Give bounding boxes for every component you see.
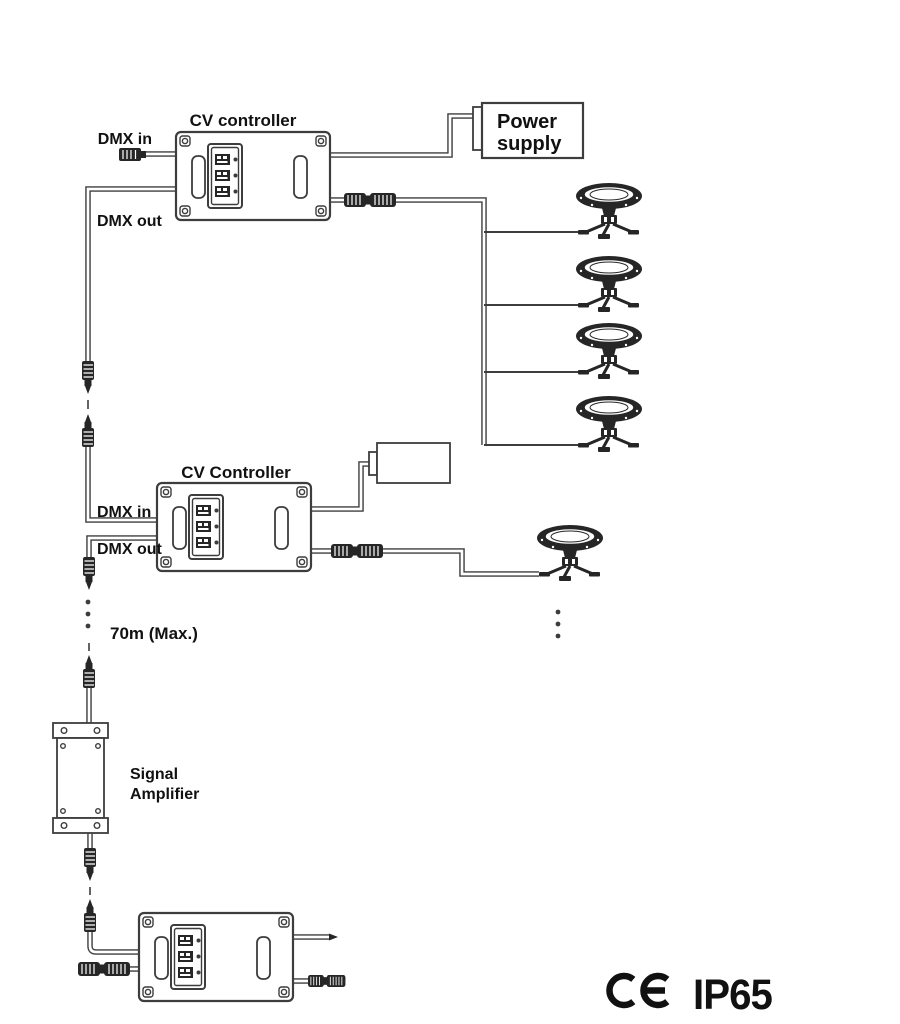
bare-wire-tip xyxy=(329,933,338,941)
middle-dmx-in-label: DMX in xyxy=(97,504,151,521)
chain-plug-icon xyxy=(81,413,95,448)
top-dmx-out-label: DMX out xyxy=(97,213,163,230)
led-spotlight-icon-3 xyxy=(574,321,644,381)
power-supply-label-line2: supply xyxy=(497,133,562,155)
output-connector-icon-1 xyxy=(343,192,397,208)
chain-plug-icon xyxy=(81,360,95,395)
continuation-dots-left xyxy=(85,599,91,629)
power-supply-box-2 xyxy=(368,442,451,484)
ce-mark-icon xyxy=(606,972,670,1009)
cable-length-note: 70m (Max.) xyxy=(110,624,198,643)
signal-amplifier-label-line1: Signal xyxy=(130,766,178,783)
chain-plug-icon xyxy=(82,556,96,591)
cv-controller-top xyxy=(176,132,330,220)
led-spotlight-icon-5 xyxy=(535,523,605,583)
power-supply-label-line1: Power xyxy=(497,111,557,133)
output-connector-icon-3 xyxy=(307,974,346,988)
chain-plug-icon xyxy=(82,654,96,689)
signal-amplifier-label-line2: Amplifier xyxy=(130,786,199,803)
lamp-tap-wires xyxy=(484,231,578,446)
cv-controller-middle xyxy=(157,483,311,571)
ip-rating-label: IP65 xyxy=(693,971,772,1019)
signal-amplifier-box xyxy=(52,722,109,834)
continuation-dots-right xyxy=(555,609,561,639)
top-dmx-in-label: DMX in xyxy=(98,131,152,148)
power-supply-box xyxy=(472,101,585,160)
dmx-in-plug-icon xyxy=(118,147,147,162)
middle-dmx-out-label: DMX out xyxy=(97,541,163,558)
led-spotlight-icon-2 xyxy=(574,254,644,314)
cv-controller-bottom xyxy=(139,913,293,1001)
chain-plug-icon xyxy=(83,898,97,933)
led-spotlight-icon-1 xyxy=(574,181,644,241)
top-controller-label: CV controller xyxy=(190,111,297,130)
led-spotlight-icon-4 xyxy=(574,394,644,454)
middle-controller-label: CV Controller xyxy=(181,463,291,482)
output-connector-icon-2 xyxy=(330,543,384,559)
input-connector-icon-3 xyxy=(77,961,131,977)
chain-plug-icon xyxy=(83,847,97,882)
cable-break-dashes xyxy=(87,400,91,895)
